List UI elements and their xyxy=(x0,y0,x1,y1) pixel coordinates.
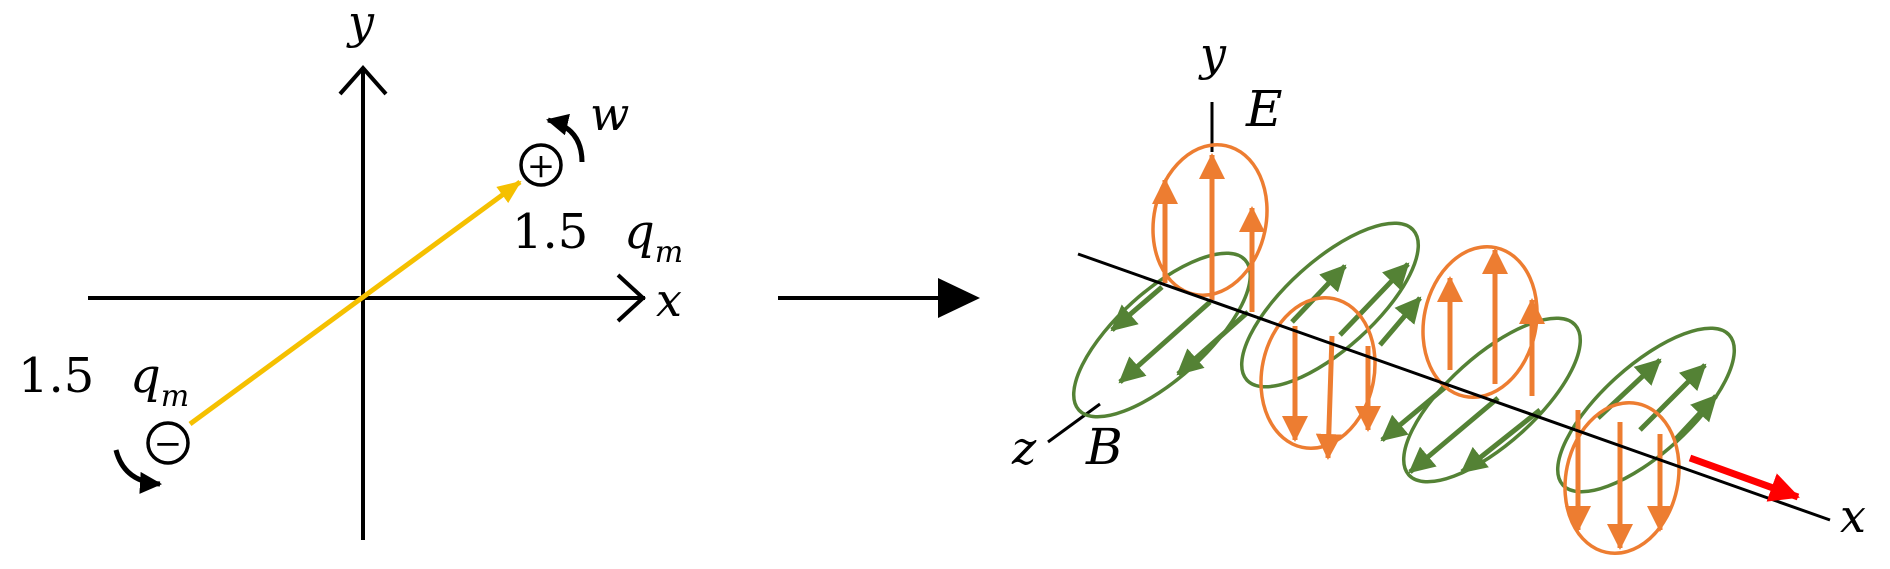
positive-charge-value: 1.5 xyxy=(512,204,588,260)
negative-charge: − 1.5 qm xyxy=(18,348,190,494)
magnetic-field-arrow xyxy=(1118,300,1212,384)
magnetic-field-lobe xyxy=(1071,251,1253,419)
negative-charge-circle xyxy=(146,421,190,465)
positive-charge-symbol: + xyxy=(527,146,556,186)
electric-field-label: E xyxy=(1245,80,1283,138)
magnetic-field-lobe xyxy=(1401,316,1583,484)
left-x-axis-label: x xyxy=(656,273,682,327)
positive-charge: + w 1.5 qm xyxy=(512,87,683,270)
magnetic-field-arrow xyxy=(1338,262,1410,337)
magnetic-field-wave xyxy=(1071,221,1737,494)
right-x-axis-label: x xyxy=(1840,489,1866,543)
positive-charge-unit: qm xyxy=(624,204,683,270)
magnetic-field-arrow xyxy=(1110,285,1164,332)
negative-charge-symbol: − xyxy=(154,424,183,464)
magnetic-field-arrow xyxy=(1408,396,1500,474)
magnetic-field-arrow xyxy=(1380,383,1450,442)
magnetic-field-lobe xyxy=(1555,326,1737,494)
rotation-label: w xyxy=(590,87,629,141)
left-x-axis-arrowhead xyxy=(616,273,646,323)
magnetic-field-arrow xyxy=(1638,363,1707,432)
positive-charge-circle xyxy=(519,143,563,187)
rotation-arrow-icon xyxy=(113,449,162,494)
magnetic-field-arrow xyxy=(1378,296,1422,347)
left-y-axis-label: y xyxy=(346,0,375,49)
right-z-axis xyxy=(1047,402,1101,444)
electric-field-lobe xyxy=(1563,401,1681,555)
right-y-axis-label: y xyxy=(1198,27,1227,81)
magnetic-field-arrow xyxy=(1460,408,1542,474)
dipole-vector xyxy=(188,179,522,427)
magnetic-field-arrow xyxy=(1176,310,1250,376)
electric-field-lobe xyxy=(1421,245,1539,399)
negative-charge-unit: qm xyxy=(130,348,189,414)
magnetic-field-arrow xyxy=(1673,394,1718,442)
negative-charge-value: 1.5 xyxy=(18,348,94,404)
right-x-axis xyxy=(1077,252,1831,522)
magnetic-field-lobe xyxy=(1239,221,1421,389)
left-panel: y x + w 1.5 qm − 1.5 qm xyxy=(18,0,683,540)
electric-field-lobe xyxy=(1259,296,1377,450)
magnetic-field-label: B xyxy=(1085,418,1123,476)
z-axis-label: z xyxy=(1011,421,1037,475)
propagation-arrow xyxy=(1688,454,1800,502)
right-panel: y E z B x xyxy=(1011,27,1866,555)
magnetic-field-arrow xyxy=(1290,264,1347,324)
left-y-axis-arrowhead xyxy=(338,64,388,96)
electric-field-wave xyxy=(1151,143,1681,555)
rotation-arrow-icon xyxy=(546,113,585,163)
transition-arrowhead-icon xyxy=(938,278,980,318)
electric-field-arrow xyxy=(1315,335,1342,460)
